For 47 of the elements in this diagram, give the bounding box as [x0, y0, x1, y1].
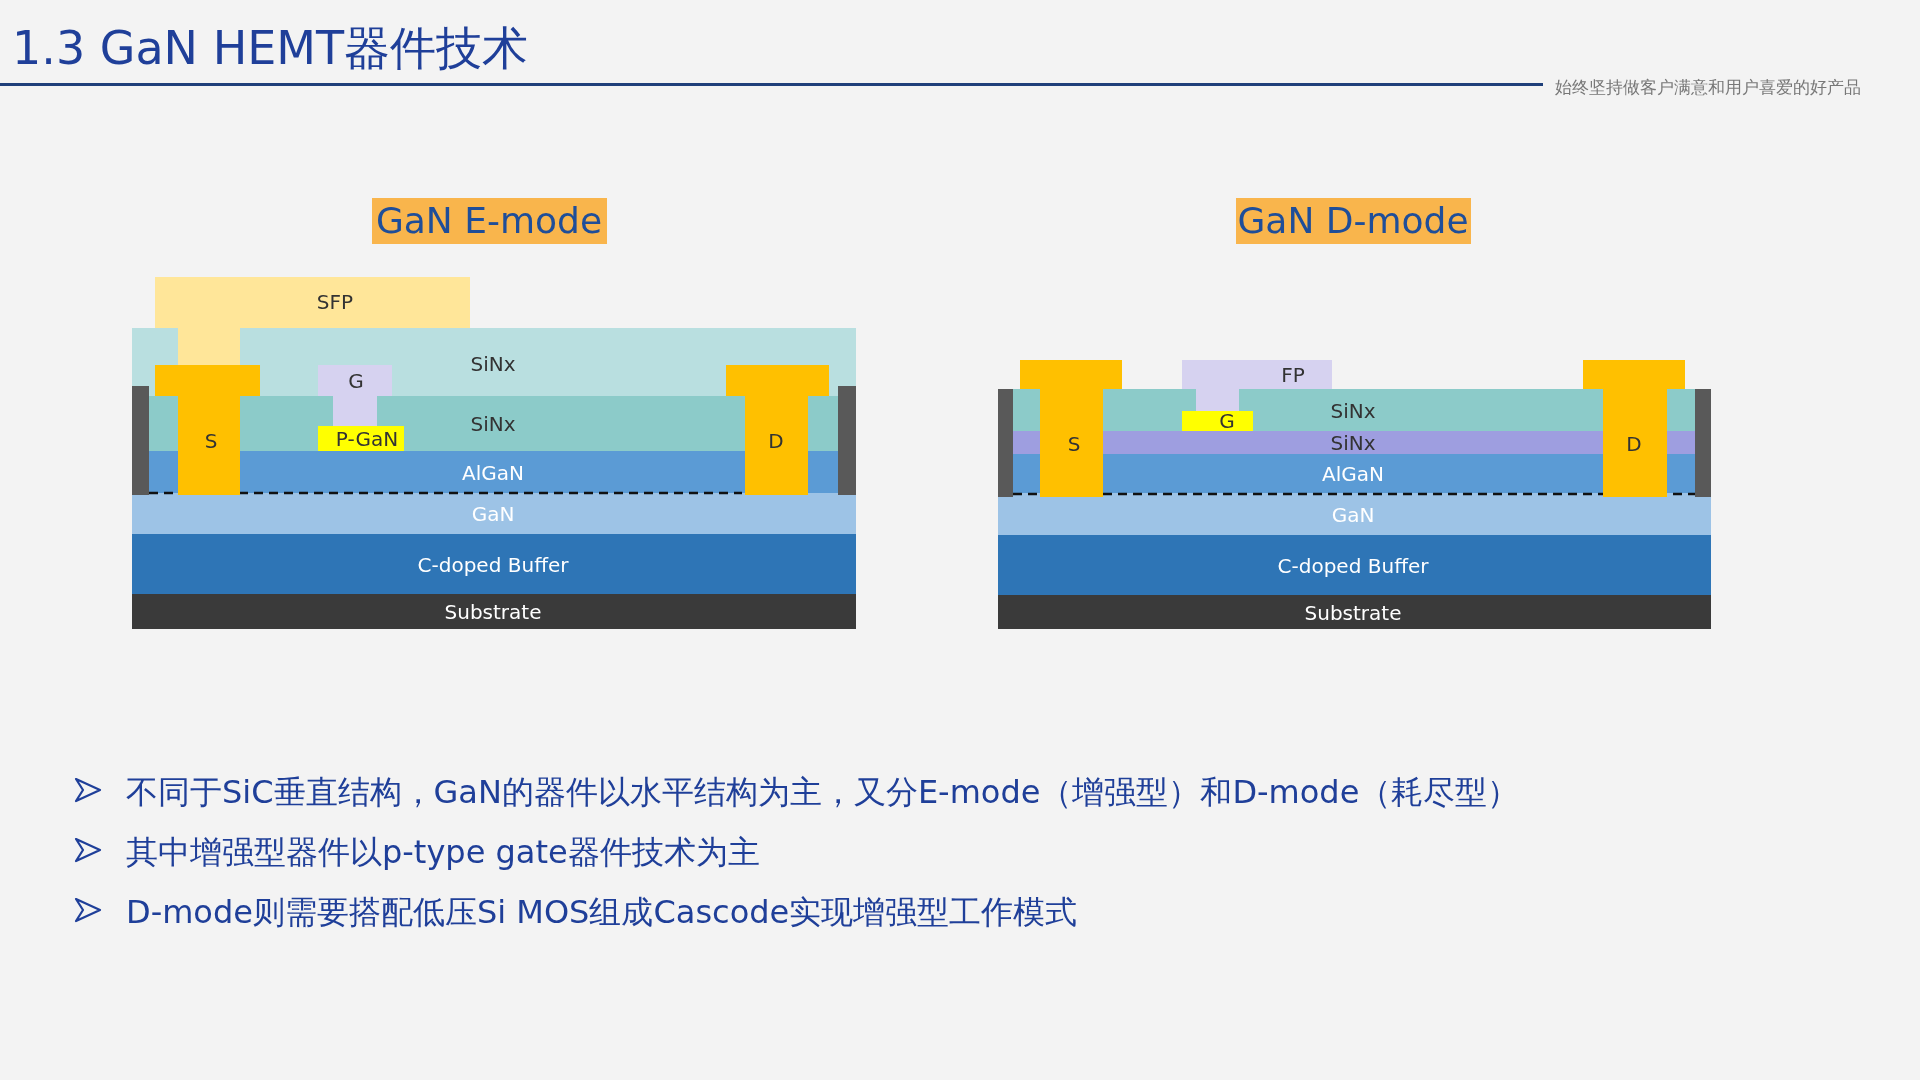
heading: GaN D-mode [1237, 203, 1469, 239]
layer-label: SiNx [1330, 433, 1376, 453]
layer-label: C-doped Buffer [1277, 556, 1429, 576]
layer-band [998, 535, 1711, 595]
layer-band [318, 426, 404, 451]
layer-band [998, 595, 1711, 629]
layer-label: SiNx [470, 354, 516, 374]
layer-label: AlGaN [1322, 464, 1384, 484]
layer-band [132, 594, 856, 629]
side-bar [998, 389, 1013, 497]
layer-label: SiNx [1330, 401, 1376, 421]
electrode-shape [1020, 360, 1122, 497]
layer-label: AlGaN [462, 463, 524, 483]
layer-label: S [204, 431, 218, 451]
layer-label: G [1219, 411, 1235, 431]
layer-label: P-GaN [335, 429, 399, 449]
layer-label: SFP [316, 292, 354, 312]
bullet-text: 不同于SiC垂直结构，GaN的器件以水平结构为主，又分E-mode（增强型）和D-mode（耗尽型） [126, 772, 1520, 813]
layer-label: D [1626, 434, 1642, 454]
layer-label: G [348, 371, 364, 391]
layer-band [132, 534, 856, 594]
layer-label: GaN [1331, 505, 1375, 525]
layer-label: FP [1281, 365, 1305, 385]
bullet-text: D-mode则需要搭配低压Si MOS组成Cascode实现增强型工作模式 [126, 892, 1078, 933]
field-plate-shape [155, 277, 470, 365]
electrode-shape [1583, 360, 1685, 497]
field-plate-shape [1182, 360, 1332, 411]
layer-label: S [1067, 434, 1081, 454]
layer-label: D [768, 431, 784, 451]
gate-shape [318, 365, 392, 426]
slogan-text: 始终坚持做客户满意和用户喜爱的好产品 [1555, 76, 1861, 99]
heading: GaN E-mode [375, 203, 603, 239]
layer-label: GaN [471, 504, 515, 524]
layer-label: Substrate [444, 602, 542, 622]
side-bar [838, 386, 856, 495]
side-bar [1695, 389, 1711, 497]
side-bar [132, 386, 149, 495]
bullet-text: 其中增强型器件以p-type gate器件技术为主 [126, 832, 760, 873]
layer-label: SiNx [470, 414, 516, 434]
layer-band [998, 493, 1711, 535]
electrode-shape [726, 365, 829, 495]
electrode-shape [155, 365, 260, 495]
gate-shape [1182, 411, 1253, 432]
slide-title: 1.3 GaN HEMT器件技术 [12, 20, 529, 77]
layer-band [132, 493, 856, 534]
layer-label: C-doped Buffer [417, 555, 569, 575]
layer-label: Substrate [1304, 603, 1402, 623]
